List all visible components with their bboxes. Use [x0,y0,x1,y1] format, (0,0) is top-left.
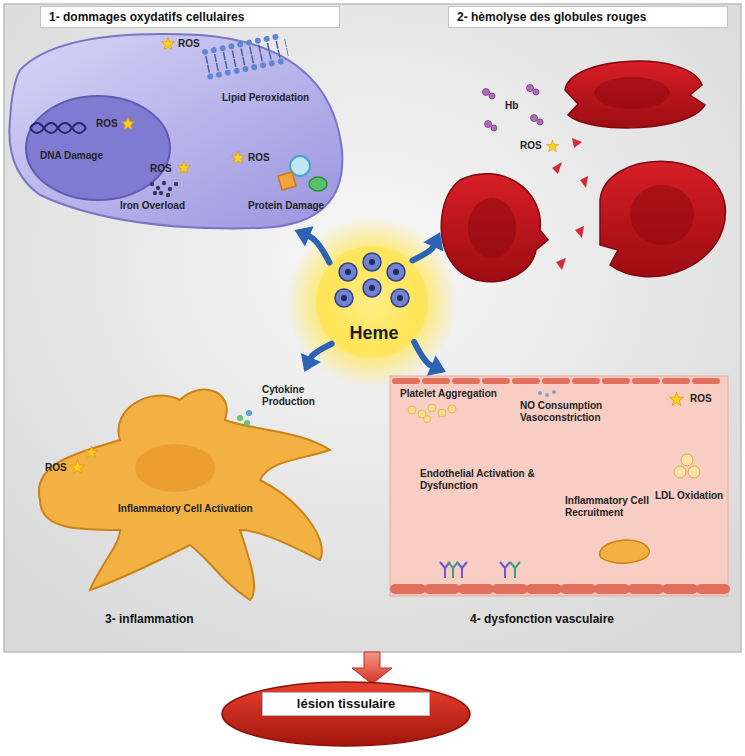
panel-heading: 1- dommages oxydatifs cellulaires [40,6,340,28]
rbc-panel: 2- hèmolyse des globules rougesHbROS [440,5,732,290]
dna-helix [30,123,86,133]
cell-concavity [630,185,694,245]
cell-fragments [552,138,588,270]
macrophage-panel: 3- inflammation Cytokine ProductionROS Inf… [15,372,345,640]
ros-star [669,392,683,406]
cell-illustration [9,34,342,228]
down-arrow [352,652,392,684]
ros-star [161,37,174,50]
illustration-label: Inflammatory Cell Recruitment [565,495,675,519]
heme-circle: Heme [314,244,430,360]
ros-star [121,117,134,130]
arrow-head [423,232,443,251]
endothelial-cells [395,378,725,384]
ros-label: ROS [690,393,712,405]
red-blood-cell [441,174,548,282]
macrophage [39,390,330,600]
panel-heading: 4- dysfonction vasculaire [470,612,614,627]
heme-arrow [414,342,446,376]
lesion-ellipse [222,682,470,746]
ros-star [231,151,244,164]
blood-vessel [390,376,728,596]
ros-label: ROS [150,163,172,175]
inflammatory-cell [600,540,650,563]
lipid-tails [208,52,288,69]
red-blood-cell [565,61,705,128]
ros-star [546,140,558,152]
illustration-label: DNA Damage [40,150,103,162]
illustration-label: Cytokine Production [262,384,337,408]
illustration-label: NO Consumption Vasoconstriction [520,400,640,424]
proteins [278,156,327,191]
arrow-shaft [309,236,329,262]
heme-illustration [286,216,458,388]
heme-glow [286,216,458,388]
ros-label: ROS [178,38,200,50]
ros-star [85,446,97,458]
lesion-label: lésion tissulaire [262,692,430,716]
ros-star [177,161,190,174]
illustration-label: Hb [505,100,518,112]
frame [4,4,741,652]
illustration-label: LDL Oxidation [655,490,723,502]
panel-heading: 3- inflammation [105,612,194,627]
illustration-label: Lipid Peroxidation [222,92,309,104]
heme-molecules [335,253,409,307]
ros-label: ROS [520,140,542,152]
lipid-heads [210,60,289,77]
nucleus [26,96,170,200]
iron-dots [150,181,178,197]
arrow-shaft [414,342,431,366]
red-blood-cells [441,61,725,282]
ros-label: ROS [45,462,67,474]
heme-iron [341,259,403,301]
heme-arrow [412,232,443,260]
heme-label: Heme [316,322,432,344]
adhesion-molecules [440,562,510,578]
macrophage-nucleus [135,444,215,492]
ros-label: ROS [248,152,270,164]
arrow-head [295,226,314,246]
arrow-shaft [412,247,433,261]
cell-concavity [594,77,670,109]
endothelial-cells [395,584,725,594]
arrow-head [301,353,321,372]
lipid-tails [206,43,286,60]
cell-concavity [468,198,516,258]
panel-heading: 2- hèmolyse des globules rouges [448,6,728,28]
ros-label: ROS [96,118,118,130]
cytokines [237,410,252,426]
ldl-particles [674,454,700,478]
platelets [408,404,456,423]
no-molecules [538,390,556,397]
adhesion-molecules [448,562,520,578]
arrow-shaft [311,344,332,358]
illustration-label: Iron Overload [120,200,185,212]
illustration-label: Platelet Aggregation [400,388,497,400]
cell-body [9,34,342,228]
lipid-heads [205,35,284,52]
illustration-label: Endothelial Activation & Dysfunction [420,468,550,492]
cell-panel: 1- dommages oxydatifs cellulairesROS Lipi… [5,5,345,230]
vessel-panel: 4- dysfonction vasculaire Platelet Aggreg… [385,372,732,640]
ros-star [70,460,84,474]
macrophage-body [39,390,330,600]
vessel-wall [390,376,728,596]
lesion-node: lésion tissulaire [222,682,470,746]
arrow-head [427,356,446,376]
dna-helix [30,123,86,133]
heme-arrow [301,344,332,372]
lipid-bilayer [204,35,289,76]
red-blood-cell [600,161,725,277]
heme-arrow [295,226,330,262]
illustration-label: Protein Damage [248,200,324,212]
illustration-label: Inflammatory Cell Activation [118,503,253,515]
hemoglobin [483,85,544,132]
